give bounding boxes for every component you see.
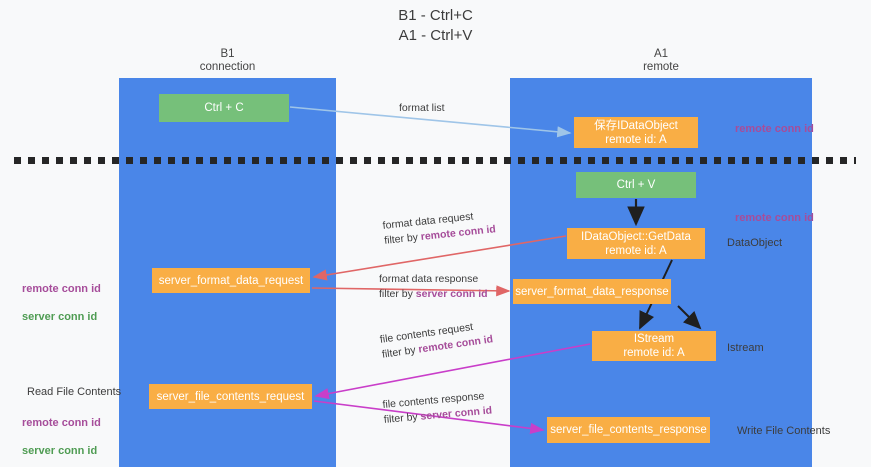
label-remote-conn-id-left-bottom: remote conn id (22, 417, 101, 429)
flow-label-format-data-request: format data request filter by remote con… (382, 207, 497, 249)
label-server-conn-id-left-mid: server conn id (22, 311, 98, 323)
flow-label-format-data-response: format data response filter by server co… (379, 272, 488, 302)
node-server-format-data-request[interactable]: server_format_data_request (152, 268, 310, 293)
flow-filter-prefix-fcres: filter by (383, 410, 422, 426)
flow-filter-prefix-fdr: filter by (383, 231, 422, 247)
node-server-format-data-response[interactable]: server_format_data_response (513, 279, 671, 304)
node-idataobject-getdata[interactable]: IDataObject::GetData remote id: A (567, 228, 705, 259)
node-server-file-contents-request[interactable]: server_file_contents_request (149, 384, 312, 409)
flow-label-file-contents-request: file contents request filter by remote c… (379, 317, 494, 362)
label-remote-conn-id-left-mid: remote conn id (22, 283, 101, 295)
label-conn-ids-mid: remote conn id server conn id (22, 268, 101, 324)
label-write-file-contents: Write File Contents (737, 425, 831, 437)
label-dataobject: DataObject (727, 237, 783, 249)
label-conn-ids-bottom: remote conn id server conn id (22, 402, 101, 458)
node-server-file-contents-response[interactable]: server_file_contents_response (547, 417, 710, 443)
label-read-file-contents: Read File Contents (27, 386, 122, 398)
column-header-b1: B1 connection (199, 48, 256, 73)
node-idataobject[interactable]: 保存IDataObject remote id: A (574, 117, 698, 148)
label-istream: Istream (727, 342, 764, 354)
node-istream[interactable]: IStream remote id: A (592, 331, 716, 361)
label-remote-conn-id-mid: remote conn id (735, 212, 814, 224)
node-ctrl-c[interactable]: Ctrl + C (159, 94, 289, 122)
flow-text-format-data-response: format data response (379, 273, 479, 285)
label-server-conn-id-left-bottom: server conn id (22, 445, 98, 457)
flow-filter-key-fdres: server conn id (415, 288, 488, 300)
flow-label-file-contents-response: file contents response filter by server … (382, 389, 493, 428)
node-ctrl-v[interactable]: Ctrl + V (576, 172, 696, 198)
flow-label-format-list: format list (399, 102, 445, 114)
label-remote-conn-id-top: remote conn id (735, 123, 814, 135)
page-title: B1 - Ctrl+C A1 - Ctrl+V (398, 7, 473, 44)
column-header-a1: A1 remote (643, 48, 679, 73)
flow-filter-prefix-fdres: filter by (379, 288, 416, 300)
flow-filter-prefix-fcr: filter by (381, 343, 420, 361)
